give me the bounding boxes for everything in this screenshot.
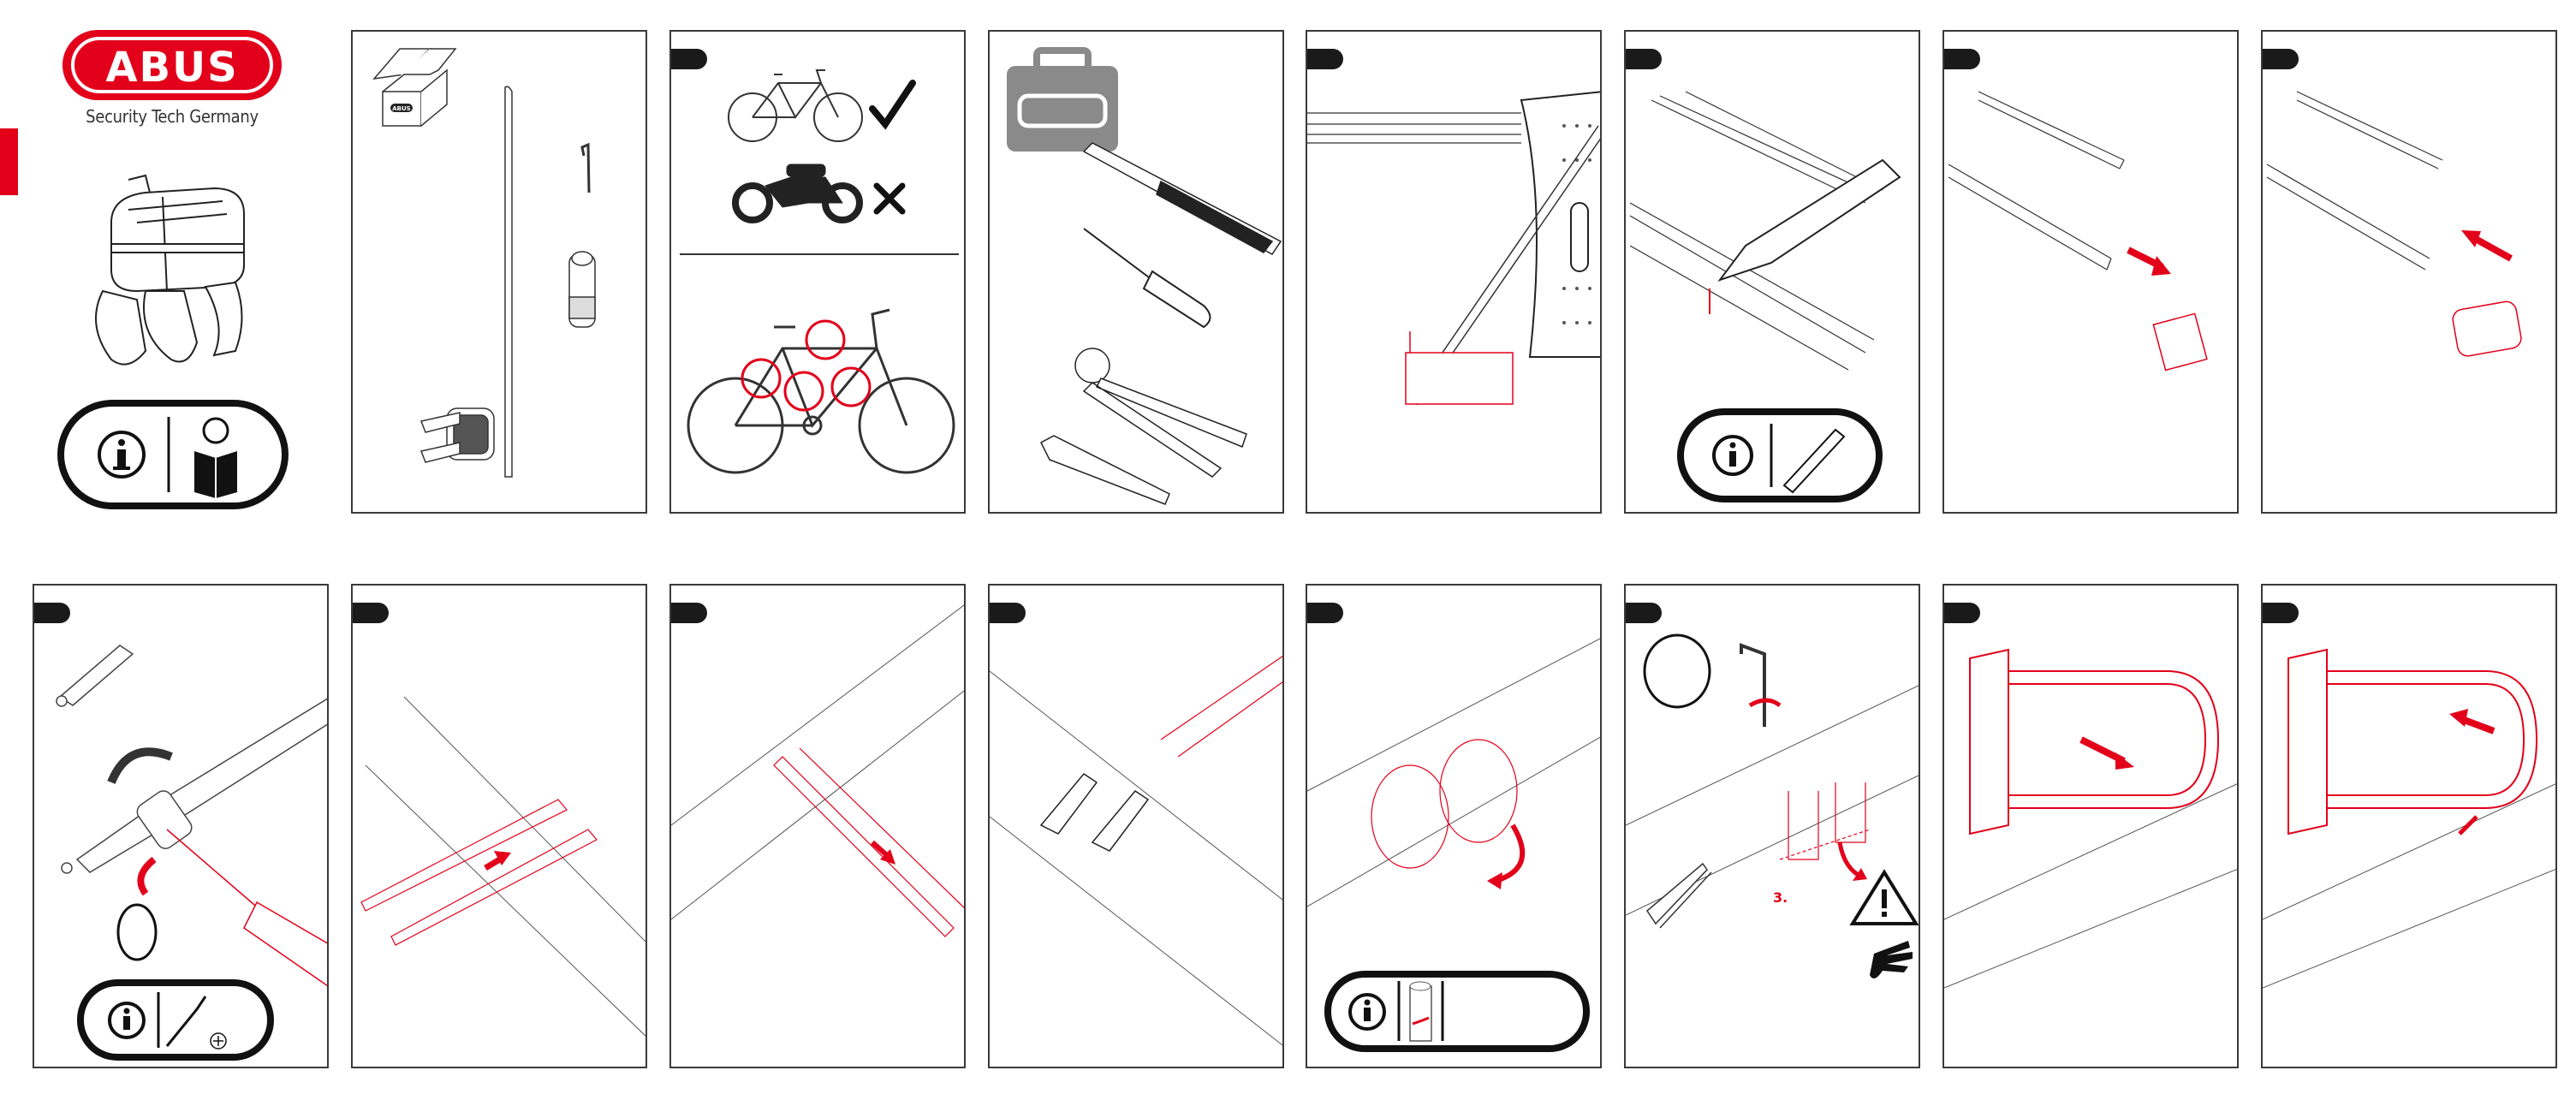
panel-attach-sleeve (2261, 30, 2557, 514)
hex-key-part (582, 145, 589, 193)
bracket-product-image (77, 163, 265, 377)
pull-straps-illustration (671, 586, 966, 1068)
bicycle-small-icon (729, 70, 862, 141)
panel-remove-sleeve (1942, 30, 2239, 514)
position-bracket-illustration (990, 586, 1284, 1068)
section-marker (0, 128, 18, 195)
strap-part (505, 86, 512, 477)
panel-position-bracket (988, 584, 1284, 1068)
utility-knife-icon (1084, 143, 1281, 254)
panel-insert-lock (2261, 584, 2557, 1068)
box-logo-text: ABUS (392, 105, 410, 112)
pliers (1647, 864, 1711, 928)
u-lock (1970, 650, 2218, 834)
bracket-part (421, 408, 494, 462)
panel-wrap-straps (1306, 584, 1602, 1068)
screwdriver-icon (1084, 229, 1211, 327)
sleeve (2153, 313, 2207, 370)
bicycle-mount-points (688, 310, 954, 473)
check-icon (872, 83, 913, 124)
straps (774, 748, 966, 936)
attach-sleeve-illustration (2263, 32, 2557, 514)
arrow-left-icon (2461, 230, 2481, 247)
sleeve-part (569, 252, 595, 327)
info-read-manual-badge (57, 400, 289, 509)
warning-icon (1853, 872, 1916, 924)
svg-text:ABUS: ABUS (105, 44, 238, 92)
pliers-icon (1075, 348, 1246, 477)
hex-key-icon (1041, 436, 1169, 504)
cross-icon (877, 186, 902, 211)
strap-end (1406, 353, 1513, 404)
abus-logo: ABUS (61, 28, 283, 102)
mount-lock-illustration (1944, 586, 2239, 1068)
tighten-trim-illustration: 3. (1626, 586, 1920, 1068)
arrow-icon (2449, 709, 2468, 727)
compatibility-illustration (671, 32, 966, 514)
panel-tighten-trim: 3. (1624, 584, 1920, 1068)
panel-cut-strap (1624, 30, 1920, 514)
panel-package-contents: ABUS (351, 30, 647, 514)
arrow-icon (2115, 752, 2134, 770)
straps (361, 800, 597, 945)
panel-tools-required (988, 30, 1284, 514)
step-number-label: 3. (1773, 889, 1788, 906)
insert-lock-illustration (2263, 586, 2557, 1068)
info-tube-badge (1324, 971, 1590, 1052)
mount-position-markers (742, 321, 870, 410)
panel-screw-sleeve (33, 584, 329, 1068)
panel-insert-straps (351, 584, 647, 1068)
lock-body (1521, 92, 1602, 357)
tube-icon (1410, 982, 1431, 1041)
brand-tagline: Security Tech Germany (61, 106, 283, 127)
torque-circle (1645, 635, 1710, 707)
panel-pull-straps (669, 584, 966, 1068)
insert-straps-illustration (353, 586, 647, 1068)
remove-sleeve-illustration (1944, 32, 2239, 514)
torque-circle (118, 905, 156, 960)
utility-knife (1720, 160, 1900, 280)
tools-illustration (990, 32, 1284, 514)
info-phillips-badge (77, 979, 274, 1061)
rotate-red-arrow-icon (140, 859, 154, 894)
panel-mark-strap (1306, 30, 1602, 514)
injury-hand-icon (1870, 941, 1913, 978)
arrow-right-icon (2151, 256, 2171, 276)
toolbox-icon (1007, 51, 1118, 152)
straps (1371, 740, 1517, 868)
hex-key (1741, 645, 1764, 727)
motorcycle-icon (735, 164, 860, 220)
sleeve (2451, 300, 2522, 358)
info-knife-badge (1677, 408, 1883, 502)
package-contents-illustration: ABUS (353, 32, 647, 514)
panel-mount-lock (1942, 584, 2239, 1068)
mark-strap-illustration (1307, 32, 1602, 514)
panel-compatibility (669, 30, 966, 514)
rotate-arrow-icon (111, 752, 171, 782)
u-lock (2288, 650, 2537, 834)
